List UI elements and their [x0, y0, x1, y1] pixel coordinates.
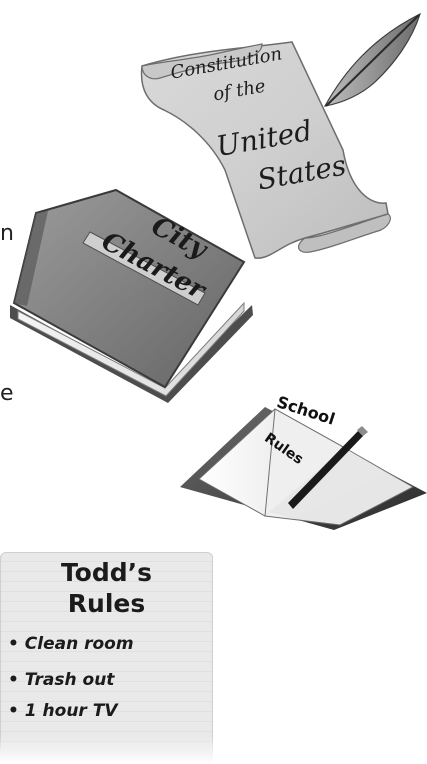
bullet-icon: •: [8, 701, 19, 721]
notepad-title-line-1: Todd’s: [0, 558, 213, 587]
bullet-icon: •: [8, 670, 19, 690]
notepad-item-3: • 1 hour TV: [8, 701, 205, 721]
notepad-item-text-2: Trash out: [25, 670, 115, 690]
notepad-item-text-1: Clean room: [25, 634, 134, 654]
notepad-item-1: • Clean room: [8, 634, 205, 654]
notepad-item-text-3: 1 hour TV: [25, 701, 118, 721]
notepad-torn-edge: [0, 736, 213, 764]
city-charter-book-svg: [0, 185, 265, 405]
notepad-item-2: • Trash out: [8, 670, 205, 690]
notepad-title-line-2: Rules: [0, 589, 213, 618]
todds-rules-notepad: Todd’s Rules • Clean room • Trash out • …: [0, 552, 213, 764]
bullet-icon: •: [8, 634, 19, 654]
city-charter-book-illustration: City Charter: [0, 185, 265, 405]
school-rules-book-illustration: School Rules: [180, 375, 427, 530]
